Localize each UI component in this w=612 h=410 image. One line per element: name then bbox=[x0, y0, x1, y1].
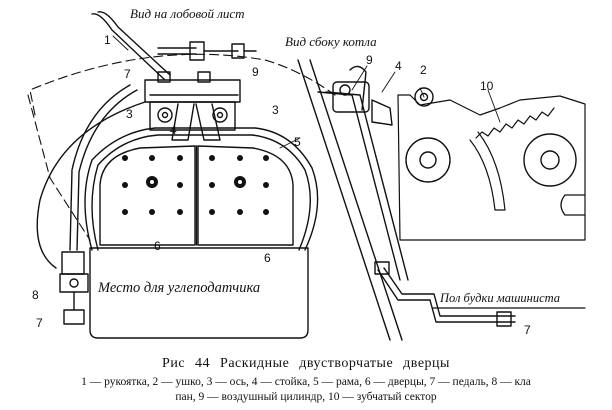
boiler-side-plate bbox=[297, 59, 409, 341]
part-number: 9 bbox=[252, 65, 259, 79]
gear-mechanism bbox=[397, 87, 586, 241]
part-number: 3 bbox=[126, 107, 133, 121]
part-number: 5 bbox=[294, 135, 301, 149]
leader-lines bbox=[112, 35, 501, 149]
dashed-frame-outline bbox=[27, 94, 91, 241]
part-number: 7 bbox=[524, 323, 531, 337]
frame bbox=[84, 127, 319, 251]
part-number: 4 bbox=[395, 59, 402, 73]
part-number: 7 bbox=[36, 316, 43, 330]
part-number: 4 bbox=[170, 123, 177, 137]
air-cylinder-side bbox=[332, 65, 393, 126]
part-number: 6 bbox=[264, 251, 271, 265]
handle-rod bbox=[91, 11, 257, 81]
figure-title: Рис 44 Раскидные двустворчатые дверцы bbox=[162, 356, 450, 371]
label-front-view: Вид на лобовой лист bbox=[130, 6, 245, 21]
label-stoker-place: Место для углеподатчика bbox=[97, 280, 260, 296]
air-pipe bbox=[36, 84, 146, 269]
air-cylinder-front bbox=[144, 71, 241, 141]
stoker-box bbox=[89, 247, 309, 339]
label-cab-floor: Пол будки машиниста bbox=[439, 291, 560, 305]
part-number: 6 bbox=[154, 239, 161, 253]
valve bbox=[59, 251, 89, 325]
part-numbers: 1 7 9 3 3 4 5 6 6 8 7 9 4 2 10 7 bbox=[32, 33, 531, 337]
dashed-boiler-outline bbox=[29, 53, 336, 116]
part-number: 9 bbox=[366, 53, 373, 67]
pedal-linkage bbox=[374, 261, 516, 327]
part-number: 8 bbox=[32, 288, 39, 302]
label-side-view: Вид сбоку котла bbox=[285, 34, 377, 49]
part-number: 7 bbox=[124, 67, 131, 81]
part-number: 10 bbox=[480, 79, 494, 93]
part-number: 1 bbox=[104, 33, 111, 47]
doors bbox=[99, 145, 294, 246]
figure-legend: 1 — рукоятка, 2 — ушко, 3 — ось, 4 — сто… bbox=[81, 376, 531, 403]
door-rivets bbox=[122, 155, 269, 215]
part-number: 3 bbox=[272, 103, 279, 117]
part-number: 2 bbox=[420, 63, 427, 77]
